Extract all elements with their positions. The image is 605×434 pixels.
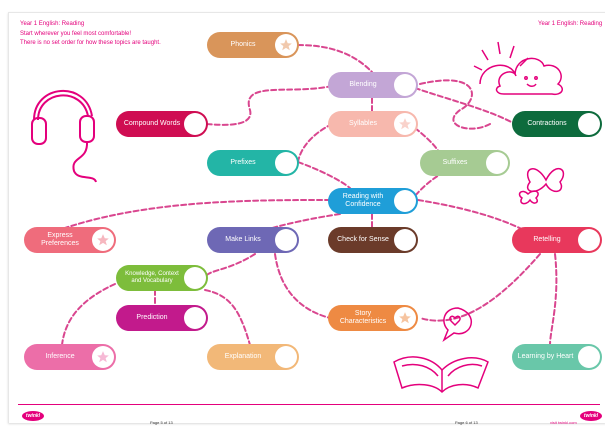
topic-contractions[interactable]: Contractions — [512, 111, 602, 137]
topic-retelling-label: Retelling — [533, 236, 561, 243]
topic-make-links[interactable]: Make Links — [207, 227, 299, 253]
topic-knowledge-context-vocabulary-label: Knowledge, Context and Vocabulary — [125, 271, 179, 284]
toggle-knob — [275, 152, 297, 174]
topic-express-preferences[interactable]: Express Preferences — [24, 227, 116, 253]
topic-make-links-label: Make Links — [225, 236, 261, 243]
toggle-knob — [184, 113, 206, 135]
sun-cloud-icon — [473, 41, 563, 96]
topic-phonics[interactable]: Phonics — [207, 32, 299, 58]
topic-contractions-label: Contractions — [527, 120, 567, 127]
topic-syllables[interactable]: Syllables — [328, 111, 418, 137]
topic-prefixes[interactable]: Prefixes — [207, 150, 299, 176]
topic-retelling[interactable]: Retelling — [512, 227, 602, 253]
star-icon — [394, 307, 416, 329]
footer-right-page: Page 6 of 13 — [455, 420, 478, 425]
topic-reading-with-confidence[interactable]: Reading with Confidence — [328, 188, 418, 214]
topic-suffixes-label: Suffixes — [442, 159, 468, 166]
footer-site-link[interactable]: visit twinkl.com — [550, 420, 577, 425]
toggle-knob — [578, 113, 600, 135]
topic-express-preferences-label: Express Preferences — [41, 232, 79, 247]
topic-syllables-label: Syllables — [348, 120, 377, 127]
header-left-title: Year 1 English: Reading — [20, 21, 85, 27]
toggle-knob — [578, 346, 600, 368]
toggle-knob — [486, 152, 508, 174]
toggle-knob — [394, 190, 416, 212]
topic-learning-by-heart[interactable]: Learning by Heart — [512, 344, 602, 370]
topic-check-for-sense-label: Check for Sense — [337, 236, 389, 243]
topic-reading-with-confidence-label: Reading with Confidence — [342, 193, 384, 208]
star-icon — [92, 346, 114, 368]
toggle-knob — [184, 267, 206, 289]
footer-divider — [18, 404, 600, 405]
topic-suffixes[interactable]: Suffixes — [420, 150, 510, 176]
toggle-knob — [275, 346, 297, 368]
topic-inference[interactable]: Inference — [24, 344, 116, 370]
toggle-knob — [275, 229, 297, 251]
twinkl-logo-right: twinkl — [580, 411, 602, 421]
topic-compound-words[interactable]: Compound Words — [116, 111, 208, 137]
toggle-knob — [394, 229, 416, 251]
topic-story-characteristics[interactable]: Story Characteristics — [328, 305, 418, 331]
topic-phonics-label: Phonics — [230, 41, 256, 48]
toggle-knob — [578, 229, 600, 251]
header-instruction-line2: There is no set order for how these topi… — [20, 40, 161, 46]
header-instruction-line1: Start wherever you feel most comfortable… — [20, 31, 132, 37]
butterflies-icon — [518, 167, 565, 205]
topic-compound-words-label: Compound Words — [123, 120, 181, 127]
topic-explanation-label: Explanation — [224, 353, 262, 360]
topic-prediction[interactable]: Prediction — [116, 305, 208, 331]
toggle-knob — [394, 74, 416, 96]
footer-left-page: Page 5 of 13 — [150, 420, 173, 425]
header-right-title: Year 1 English: Reading — [538, 21, 603, 27]
topic-learning-by-heart-label: Learning by Heart — [517, 353, 574, 360]
star-icon — [275, 34, 297, 56]
twinkl-logo-left: twinkl — [22, 411, 44, 421]
topic-explanation[interactable]: Explanation — [207, 344, 299, 370]
star-icon — [92, 229, 114, 251]
star-icon — [394, 113, 416, 135]
headphones-icon — [31, 90, 97, 183]
topic-story-characteristics-label: Story Characteristics — [339, 310, 387, 325]
topic-prefixes-label: Prefixes — [230, 159, 256, 166]
topic-knowledge-context-vocabulary[interactable]: Knowledge, Context and Vocabulary — [116, 265, 208, 291]
topic-prediction-label: Prediction — [136, 314, 168, 321]
topic-check-for-sense[interactable]: Check for Sense — [328, 227, 418, 253]
topic-blending-label: Blending — [349, 81, 377, 88]
topic-inference-label: Inference — [45, 353, 75, 360]
toggle-knob — [184, 307, 206, 329]
topic-blending[interactable]: Blending — [328, 72, 418, 98]
open-book-icon — [393, 307, 489, 394]
